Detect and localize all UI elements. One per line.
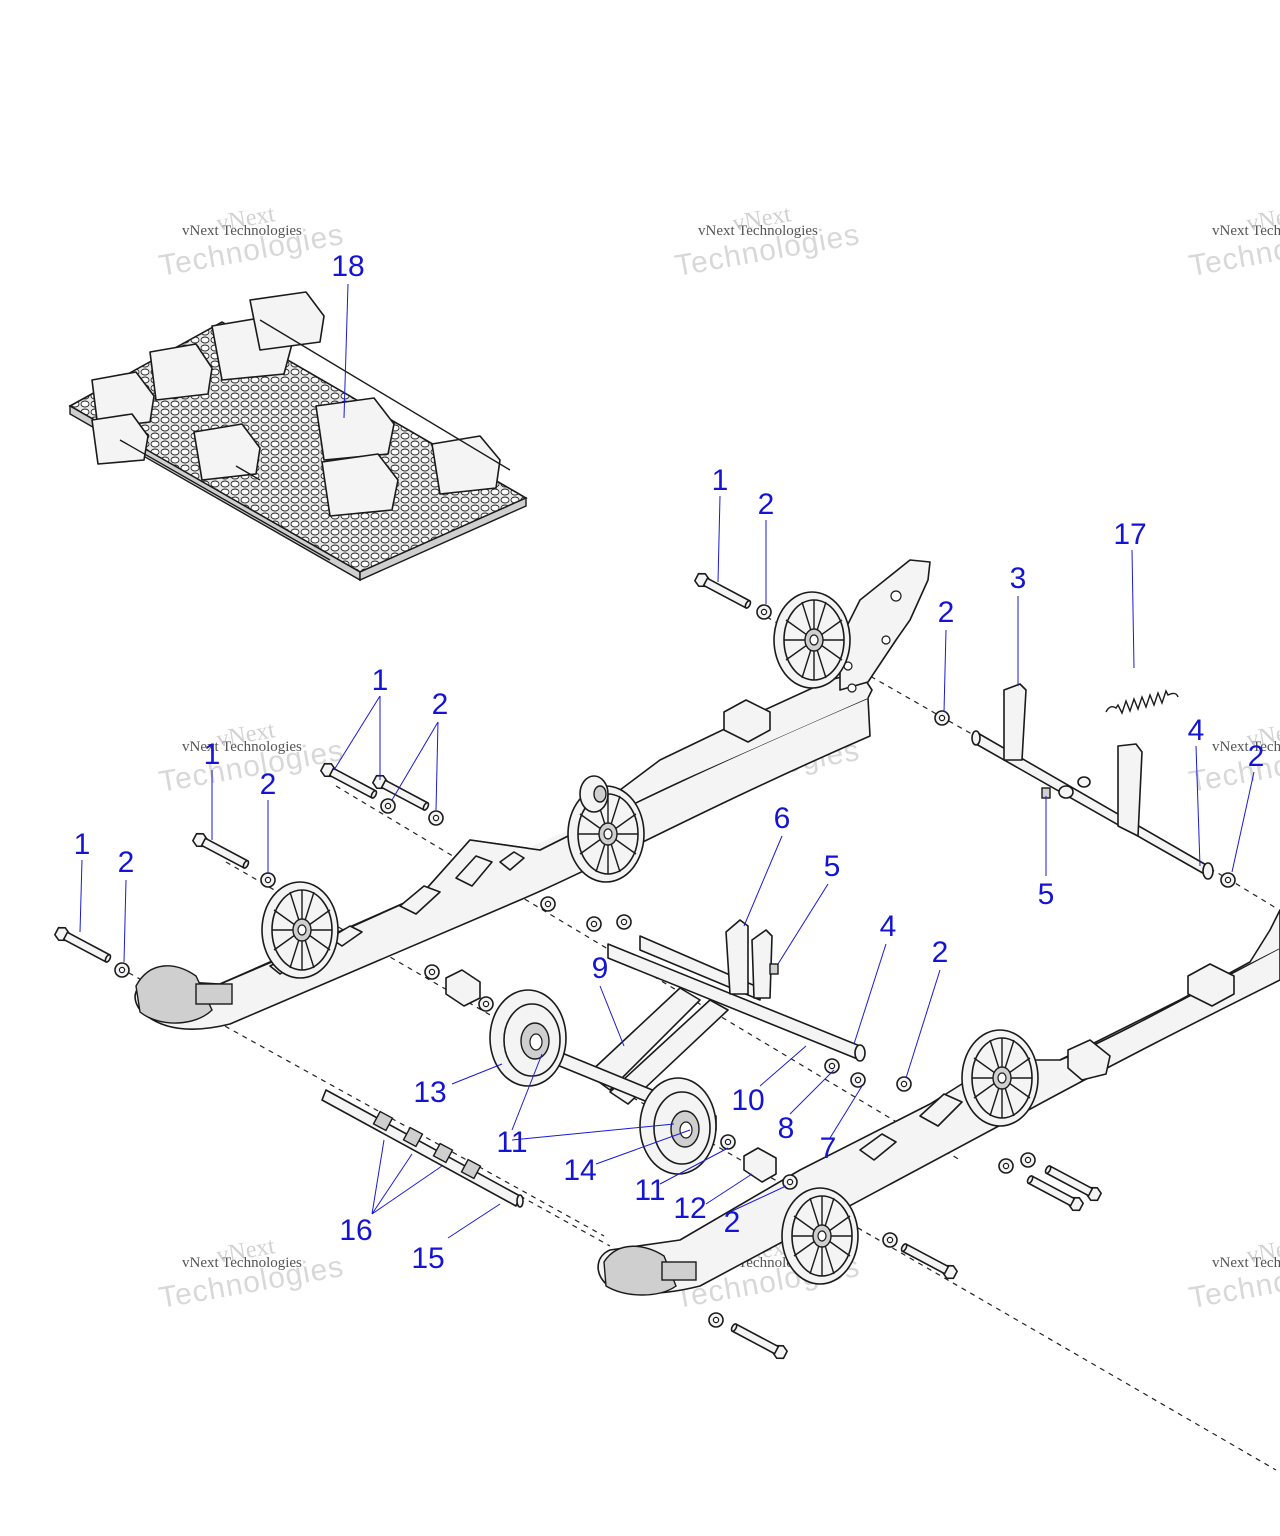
callout-13: 13 bbox=[413, 1076, 446, 1109]
washer bbox=[616, 914, 632, 930]
callout-5: 5 bbox=[1038, 878, 1055, 911]
callout-7: 7 bbox=[820, 1132, 837, 1165]
bolt bbox=[190, 830, 252, 873]
callout-2: 2 bbox=[260, 768, 277, 801]
rail-wheel bbox=[781, 1187, 859, 1285]
bolt bbox=[728, 1319, 790, 1362]
washer bbox=[934, 710, 950, 726]
callout-10: 10 bbox=[731, 1084, 764, 1117]
washer bbox=[478, 996, 494, 1012]
washer bbox=[586, 916, 602, 932]
washer bbox=[824, 1058, 840, 1074]
idler-wheel bbox=[489, 989, 567, 1087]
grease-fitting bbox=[769, 787, 1051, 975]
bolt bbox=[52, 924, 114, 967]
washer bbox=[896, 1076, 912, 1092]
callout-12: 12 bbox=[673, 1192, 706, 1225]
washer bbox=[380, 798, 396, 814]
washer bbox=[1220, 872, 1236, 888]
callout-16: 16 bbox=[339, 1214, 372, 1247]
callout-2: 2 bbox=[932, 936, 949, 969]
washer bbox=[424, 964, 440, 980]
washer bbox=[540, 896, 556, 912]
callout-4: 4 bbox=[880, 910, 897, 943]
callout-6: 6 bbox=[774, 802, 791, 835]
callout-5: 5 bbox=[824, 850, 841, 883]
callout-2: 2 bbox=[938, 596, 955, 629]
washer bbox=[114, 962, 130, 978]
bolt bbox=[692, 570, 754, 613]
rail-wheel bbox=[773, 591, 851, 689]
callout-11: 11 bbox=[634, 1174, 665, 1207]
callout-8: 8 bbox=[778, 1112, 795, 1145]
washer bbox=[260, 872, 276, 888]
bolt bbox=[898, 1239, 960, 1282]
callout-9: 9 bbox=[592, 952, 609, 985]
scissor-arm bbox=[539, 919, 866, 1131]
leader-lines bbox=[79, 283, 1255, 1239]
axis-shaft-15 bbox=[519, 1195, 611, 1247]
bolt bbox=[318, 760, 380, 803]
callout-2: 2 bbox=[724, 1206, 741, 1239]
bushing bbox=[445, 969, 777, 1183]
callout-18: 18 bbox=[331, 250, 364, 283]
callout-2: 2 bbox=[758, 488, 775, 521]
washer bbox=[720, 1134, 736, 1150]
callout-labels: 18 1 2 2 3 17 1 2 4 2 1 2 5 1 2 6 5 9 4 … bbox=[74, 250, 1265, 1275]
washer bbox=[708, 1312, 724, 1328]
callout-1: 1 bbox=[204, 738, 221, 771]
washer bbox=[998, 1158, 1014, 1174]
washer bbox=[882, 1232, 898, 1248]
callout-3: 3 bbox=[1010, 562, 1027, 595]
track-belt bbox=[68, 291, 528, 582]
spring bbox=[1105, 689, 1179, 715]
callout-2: 2 bbox=[432, 688, 449, 721]
rail-wheel bbox=[261, 881, 339, 979]
callout-15: 15 bbox=[411, 1242, 444, 1275]
washer bbox=[756, 604, 772, 620]
callout-11: 11 bbox=[496, 1126, 527, 1159]
callout-1: 1 bbox=[712, 464, 729, 497]
callout-1: 1 bbox=[74, 828, 91, 861]
washer bbox=[1020, 1152, 1036, 1168]
axis-bolt-1 bbox=[225, 861, 1277, 1471]
shaft-15 bbox=[321, 1089, 524, 1208]
washer bbox=[850, 1072, 866, 1088]
roller-small bbox=[579, 775, 609, 813]
washer bbox=[428, 810, 444, 826]
callout-14: 14 bbox=[563, 1154, 596, 1187]
callout-1: 1 bbox=[372, 664, 389, 697]
callout-2: 2 bbox=[1248, 740, 1265, 773]
rear-cross-shaft bbox=[971, 683, 1214, 880]
callout-17: 17 bbox=[1113, 518, 1146, 551]
rail-wheel bbox=[961, 1029, 1039, 1127]
callout-2: 2 bbox=[118, 846, 135, 879]
callout-4: 4 bbox=[1188, 714, 1205, 747]
